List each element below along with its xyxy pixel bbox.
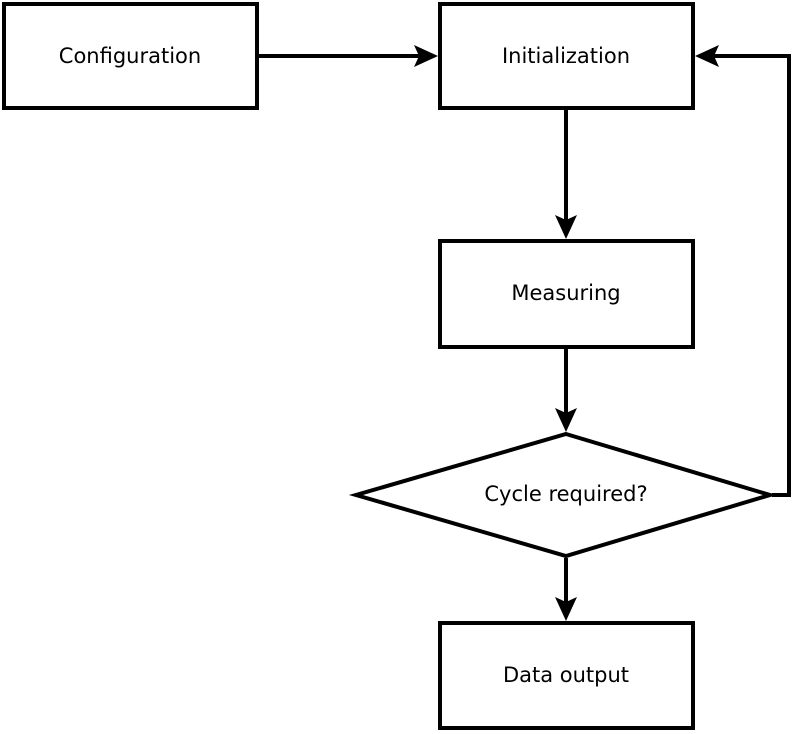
- node-configuration[interactable]: Configuration: [2, 2, 259, 110]
- node-initialization[interactable]: Initialization: [438, 2, 695, 110]
- node-measuring[interactable]: Measuring: [438, 239, 695, 349]
- edge-measuring-to-cycle-required: [555, 349, 577, 432]
- data-output-label: Data output: [503, 663, 629, 687]
- measuring-box[interactable]: [438, 239, 695, 349]
- arrowhead-left-icon: [695, 45, 719, 67]
- arrowhead-down-icon: [555, 215, 577, 239]
- data-output-box[interactable]: [438, 621, 695, 730]
- arrowhead-right-icon: [414, 45, 438, 67]
- arrowhead-down-icon: [555, 597, 577, 621]
- measuring-label: Measuring: [511, 281, 620, 305]
- cycle-required-diamond[interactable]: [348, 431, 777, 559]
- node-cycle-required[interactable]: Cycle required?: [348, 431, 777, 559]
- cycle-required-label: Cycle required?: [484, 482, 647, 506]
- edge-cycle-required-to-data-output: [555, 558, 577, 621]
- arrowhead-down-icon: [555, 408, 577, 432]
- node-data-output[interactable]: Data output: [438, 621, 695, 730]
- configuration-box[interactable]: [2, 2, 259, 110]
- edge-cycle-required-to-initialization-loop: [695, 45, 791, 497]
- configuration-label: Configuration: [59, 44, 201, 68]
- edge-configuration-to-initialization: [259, 45, 438, 67]
- edge-initialization-to-measuring: [555, 110, 577, 239]
- initialization-box[interactable]: [438, 2, 695, 110]
- initialization-label: Initialization: [502, 44, 630, 68]
